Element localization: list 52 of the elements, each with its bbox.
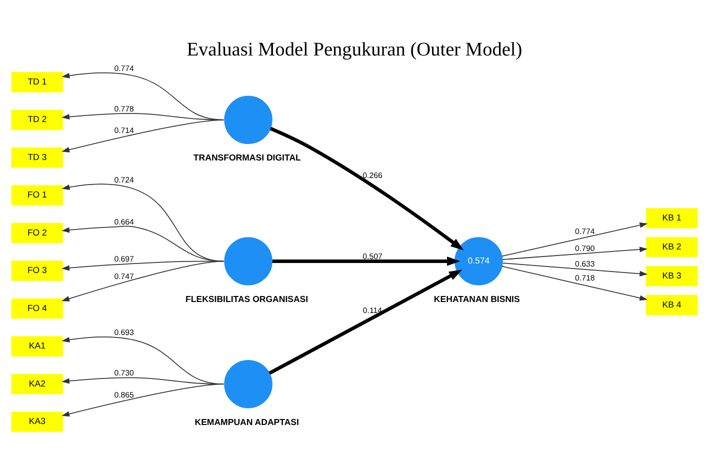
node-box: KA2 [11, 374, 64, 394]
arrow [502, 262, 648, 276]
diagram-title: Evaluasi Model Pengukuran (Outer Model) [186, 38, 522, 60]
node-box: KB 3 [646, 266, 698, 286]
node-box: KA1 [11, 336, 64, 356]
arrow [272, 256, 460, 266]
node-label: TRANSFORMASI DIGITAL [193, 152, 301, 162]
arrow [501, 265, 648, 300]
node-box: TD 2 [11, 109, 64, 130]
arrow [268, 269, 462, 374]
edge-label: 0.697 [114, 254, 134, 263]
node-label: FLEKSIBILITAS ORGANISASI [186, 294, 308, 304]
node-box: TD 3 [11, 147, 64, 168]
node-box: FO 2 [11, 222, 64, 243]
edge-label: 0.633 [575, 259, 595, 268]
edge-label: 0.114 [362, 306, 382, 315]
edge-label: 0.790 [575, 243, 595, 252]
edge-label: 0.664 [114, 217, 134, 226]
node-circle: 0.574 [454, 236, 503, 285]
node-box: KB 4 [646, 294, 698, 315]
edge-label: 0.693 [114, 328, 134, 337]
edge-label: 0.714 [114, 126, 134, 135]
node-box: FO 1 [11, 184, 64, 205]
arrow [62, 225, 224, 262]
edge-label: 0.718 [575, 273, 595, 282]
node-circle [224, 359, 272, 408]
node-box: TD 1 [11, 72, 64, 92]
edge-label: 0.724 [114, 174, 134, 184]
node-label: KEHATANAN BISNIS [434, 294, 520, 304]
arrow [502, 246, 648, 260]
arrow [62, 383, 224, 416]
node-box: KA3 [11, 411, 64, 432]
node-label: KEMAMPUAN ADAPTASI [194, 416, 299, 426]
node-box: KB 1 [646, 208, 698, 228]
edge-label: 0.507 [362, 251, 382, 260]
arrow [62, 183, 224, 262]
arrow [62, 118, 224, 152]
arrow [270, 126, 464, 250]
edge-label: 0.730 [114, 368, 134, 377]
arrow [501, 222, 648, 256]
node-circle [224, 236, 272, 285]
edge-label: 0.778 [114, 104, 134, 113]
node-box: FO 4 [11, 298, 64, 318]
edge-label: 0.774 [575, 226, 595, 236]
edge-label: 0.865 [114, 390, 134, 399]
edge-label: 0.774 [114, 63, 134, 72]
arrow [62, 260, 224, 301]
node-box: KB 2 [646, 236, 698, 257]
node-box: FO 3 [11, 260, 64, 280]
edge-label: 0.747 [114, 271, 134, 280]
node-circle [224, 95, 272, 144]
edge-label: 0.266 [362, 170, 382, 180]
